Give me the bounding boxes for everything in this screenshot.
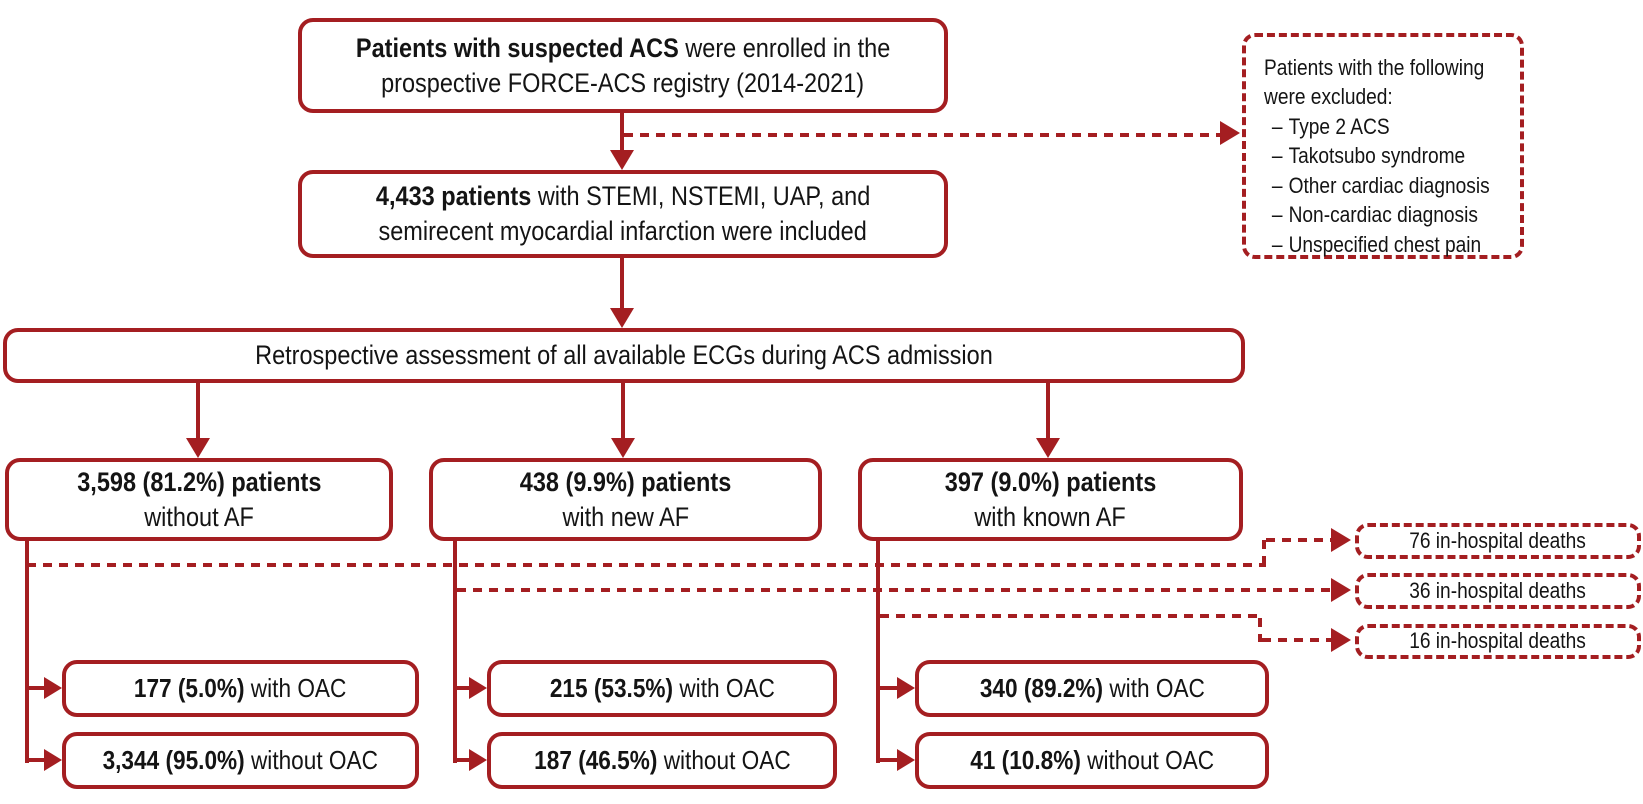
connector-enrollment-included <box>620 113 624 155</box>
deaths-box-no-af: 76 in-hospital deaths <box>1355 523 1641 559</box>
deaths-connector-no-af-end <box>1266 538 1331 542</box>
no-oac-text: 3,344 (95.0%) without OAC <box>102 744 379 775</box>
group-label: without AF <box>144 501 254 532</box>
excluded-item: –Takotsubo syndrome <box>1271 143 1466 169</box>
group-count: 397 (9.0%) patients <box>944 466 1157 497</box>
deaths-connector-no-af-jog <box>1262 540 1266 567</box>
no-oac-box-known-af: 41 (10.8%) without OAC <box>915 732 1269 789</box>
elbow-no-af-no-oac <box>25 758 46 762</box>
deaths-connector-known-af-jog <box>1258 618 1262 642</box>
deaths-label: 16 in-hospital deaths <box>1409 628 1587 654</box>
no-oac-text: 41 (10.8%) without OAC <box>970 744 1214 775</box>
no-oac-box-new-af: 187 (46.5%) without OAC <box>487 732 837 789</box>
arrowhead-right-icon <box>1331 578 1351 602</box>
group-box-new-af: 438 (9.9%) patients with new AF <box>429 458 822 541</box>
oac-text: 215 (53.5%) with OAC <box>549 672 775 703</box>
arrowhead-right-icon <box>1331 528 1351 552</box>
enrollment-line-2: prospective FORCE-ACS registry (2014-202… <box>381 67 865 98</box>
arrowhead-down-icon <box>611 438 635 458</box>
group-label: with known AF <box>974 501 1127 532</box>
ecg-assessment-box: Retrospective assessment of all availabl… <box>3 328 1245 383</box>
arrowhead-down-icon <box>1036 438 1060 458</box>
arrowhead-right-icon <box>469 677 487 699</box>
arrowhead-right-icon <box>44 749 62 771</box>
excluded-item: –Other cardiac diagnosis <box>1271 172 1490 198</box>
arrowhead-right-icon <box>469 749 487 771</box>
deaths-connector-new-af <box>457 588 1331 592</box>
elbow-new-af-no-oac <box>453 758 471 762</box>
deaths-connector-known-af <box>880 614 1262 618</box>
arrowhead-right-icon <box>44 677 62 699</box>
excluded-title-line-1: Patients with the following <box>1264 55 1485 80</box>
trunk-no-af <box>25 540 29 763</box>
oac-box-known-af: 340 (89.2%) with OAC <box>915 660 1269 717</box>
included-line-1: 4,433 patients with STEMI, NSTEMI, UAP, … <box>375 181 871 212</box>
oac-box-new-af: 215 (53.5%) with OAC <box>487 660 837 717</box>
group-label: with new AF <box>562 501 689 532</box>
connector-ecg-group-no-af <box>196 383 200 439</box>
elbow-no-af-oac <box>25 686 46 690</box>
arrowhead-right-icon <box>1220 121 1240 145</box>
connector-included-ecg <box>620 258 624 311</box>
oac-box-no-af: 177 (5.0%) with OAC <box>62 660 419 717</box>
excluded-item: –Unspecified chest pain <box>1271 231 1482 257</box>
no-oac-box-no-af: 3,344 (95.0%) without OAC <box>62 732 419 789</box>
oac-text: 177 (5.0%) with OAC <box>134 672 347 703</box>
arrowhead-right-icon <box>897 677 915 699</box>
arrowhead-down-icon <box>610 308 634 328</box>
group-box-known-af: 397 (9.0%) patients with known AF <box>858 458 1243 541</box>
included-box: 4,433 patients with STEMI, NSTEMI, UAP, … <box>298 170 948 258</box>
excluded-box: Patients with the following were exclude… <box>1242 33 1524 259</box>
included-line-2: semirecent myocardial infarction were in… <box>378 216 868 246</box>
enrollment-line-1: Patients with suspected ACS were enrolle… <box>355 32 891 63</box>
connector-ecg-group-new-af <box>621 383 625 439</box>
deaths-label: 76 in-hospital deaths <box>1409 527 1587 553</box>
arrowhead-right-icon <box>897 749 915 771</box>
group-count: 3,598 (81.2%) patients <box>76 466 322 497</box>
trunk-new-af <box>453 540 457 763</box>
excluded-item: –Non-cardiac diagnosis <box>1271 202 1478 228</box>
arrowhead-right-icon <box>1331 628 1351 652</box>
deaths-box-known-af: 16 in-hospital deaths <box>1355 624 1641 659</box>
elbow-known-af-oac <box>876 686 899 690</box>
no-oac-text: 187 (46.5%) without OAC <box>533 744 791 775</box>
group-box-no-af: 3,598 (81.2%) patients without AF <box>5 458 393 541</box>
arrowhead-down-icon <box>186 438 210 458</box>
trunk-known-af <box>876 540 880 763</box>
deaths-label: 36 in-hospital deaths <box>1409 577 1587 603</box>
excluded-title-line-2: were excluded: <box>1264 84 1393 110</box>
elbow-known-af-no-oac <box>876 758 899 762</box>
elbow-new-af-oac <box>453 686 471 690</box>
connector-ecg-group-known-af <box>1046 383 1050 439</box>
group-count: 438 (9.9%) patients <box>519 466 732 497</box>
oac-text: 340 (89.2%) with OAC <box>979 672 1205 703</box>
connector-excluded-dashed <box>624 133 1222 137</box>
arrowhead-down-icon <box>610 150 634 170</box>
ecg-assessment-text: Retrospective assessment of all availabl… <box>255 340 993 371</box>
deaths-connector-no-af <box>27 563 1266 567</box>
deaths-connector-known-af-end <box>1262 638 1331 642</box>
deaths-box-new-af: 36 in-hospital deaths <box>1355 573 1641 609</box>
enrollment-box: Patients with suspected ACS were enrolle… <box>298 18 948 113</box>
excluded-item: –Type 2 ACS <box>1271 113 1390 139</box>
